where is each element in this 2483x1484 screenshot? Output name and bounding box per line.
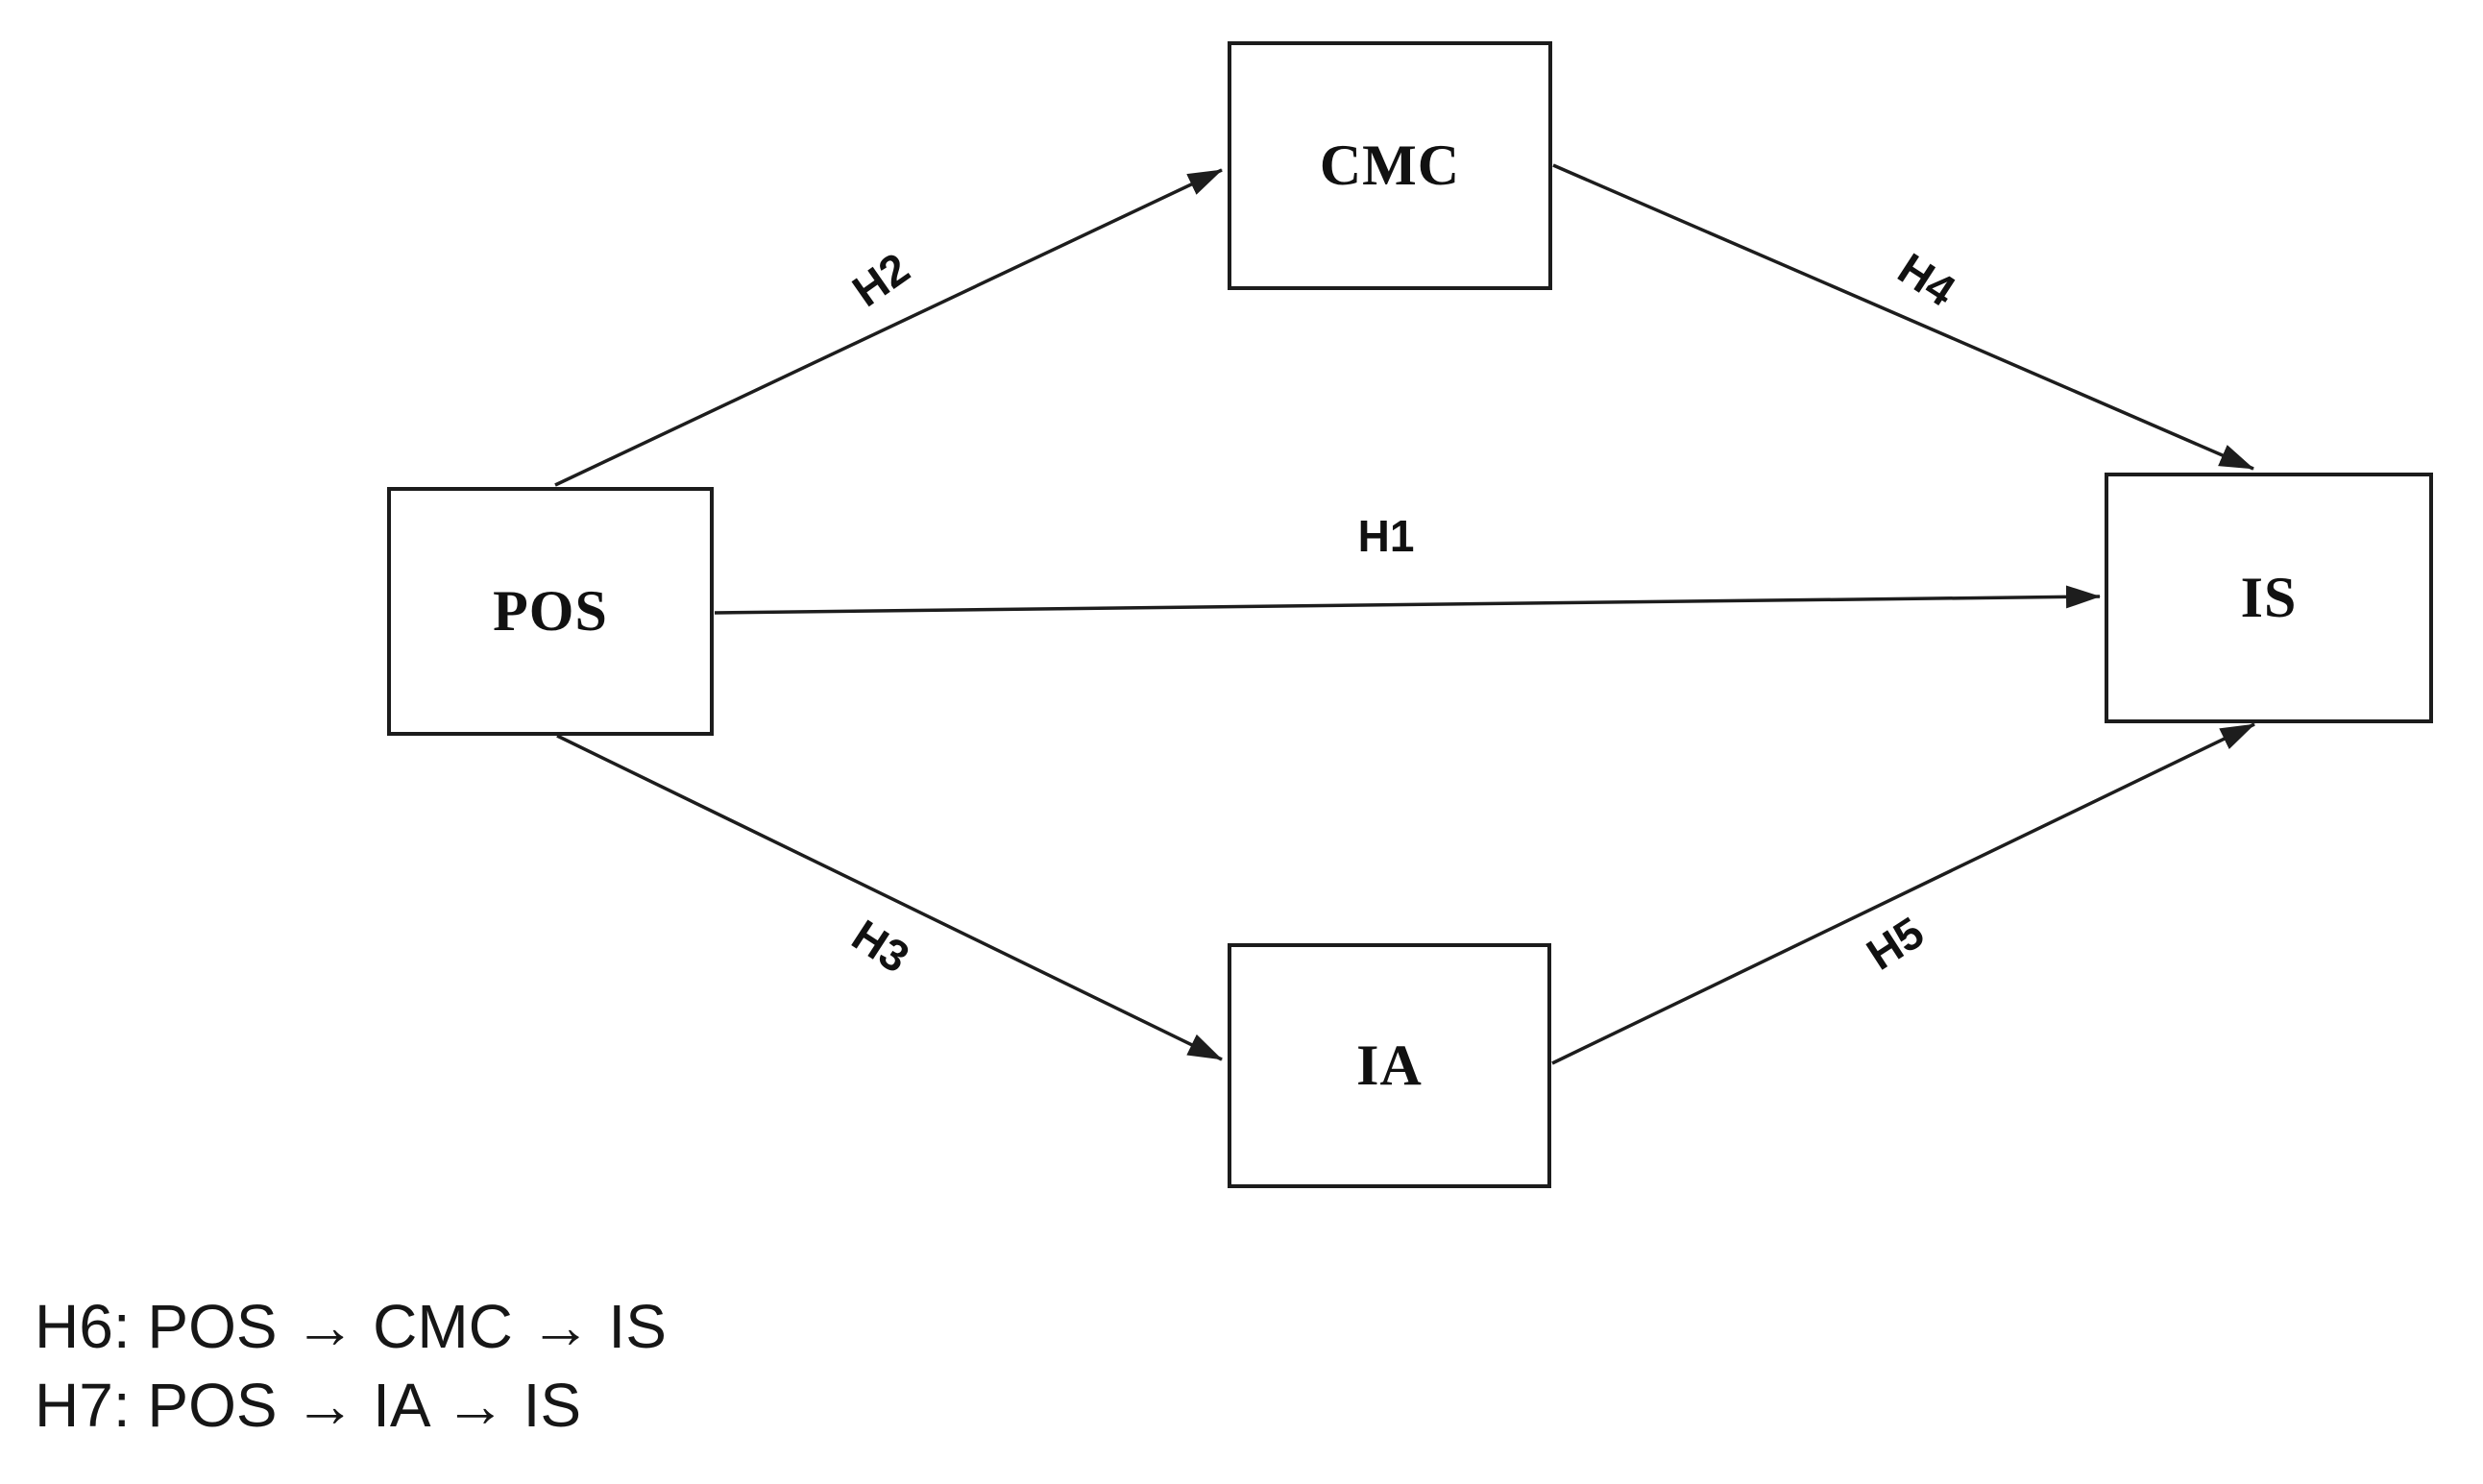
node-cmc-label: CMC (1319, 134, 1461, 197)
edge-h1-arrow (714, 585, 2101, 615)
node-ia-label: IA (1356, 1034, 1423, 1097)
edge-h1-label: H1 (1357, 511, 1415, 561)
node-ia: IA (1228, 943, 1551, 1188)
mediation-notes: H6: POS → CMC → IS H7: POS → IA → IS (35, 1287, 667, 1445)
node-cmc: CMC (1228, 41, 1552, 290)
edge-h2-arrow (554, 168, 1223, 487)
edge-h3-arrow (556, 734, 1223, 1061)
note-h7: H7: POS → IA → IS (35, 1371, 582, 1440)
edge-h5-arrow (1551, 722, 2255, 1065)
node-is-label: IS (2240, 566, 2298, 629)
note-h6: H6: POS → CMC → IS (35, 1292, 667, 1361)
node-is: IS (2105, 473, 2433, 723)
node-pos: POS (387, 487, 714, 736)
node-pos-label: POS (493, 579, 608, 643)
edge-h4-arrow (1552, 163, 2254, 471)
